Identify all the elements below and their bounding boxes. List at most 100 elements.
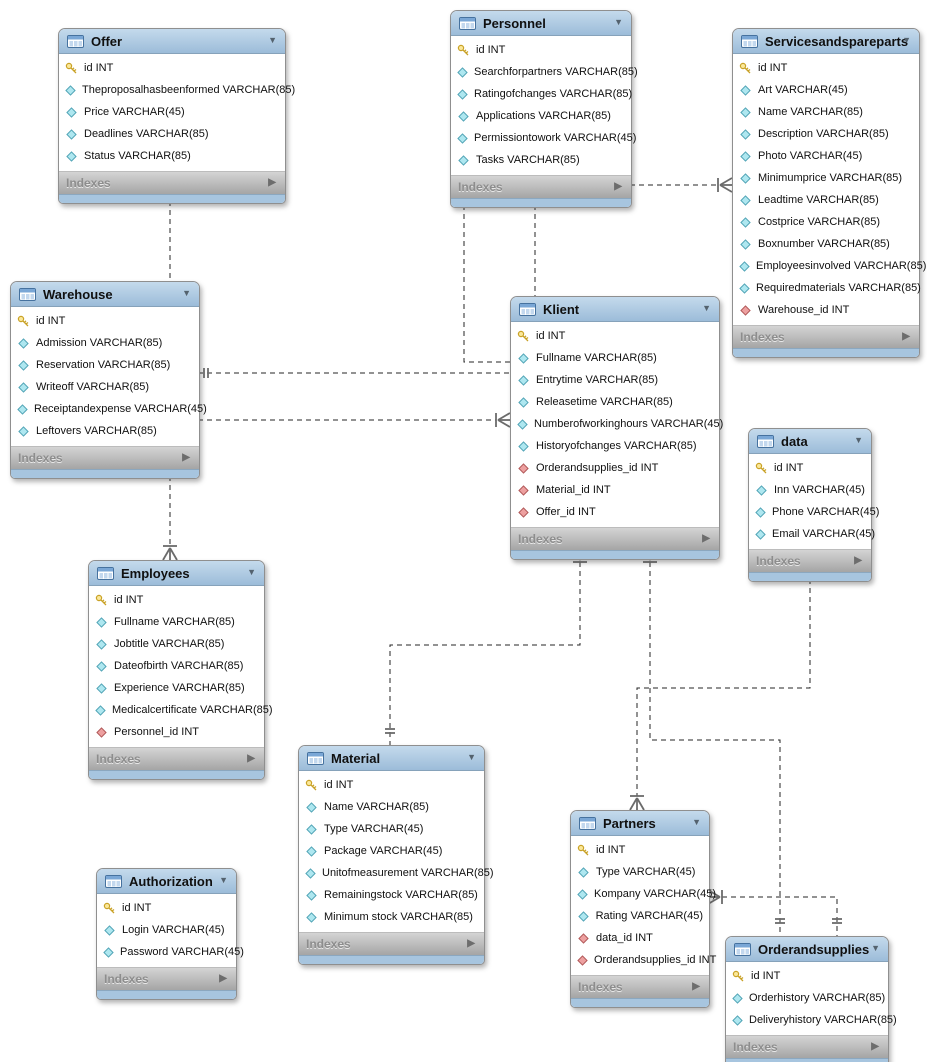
table-header[interactable]: Warehouse▼ [11, 282, 199, 307]
field-row[interactable]: Password VARCHAR(45) [97, 941, 244, 963]
field-row[interactable]: Permissiontowork VARCHAR(45) [451, 127, 636, 149]
field-row[interactable]: Historyofchanges VARCHAR(85) [511, 435, 719, 457]
field-row[interactable]: Material_id INT [511, 479, 719, 501]
field-row[interactable]: Employeesinvolved VARCHAR(85) [733, 255, 926, 277]
field-row[interactable]: Phone VARCHAR(45) [749, 501, 879, 523]
field-row[interactable]: Receiptandexpense VARCHAR(45) [11, 398, 207, 420]
field-row[interactable]: Experience VARCHAR(85) [89, 677, 264, 699]
relationship-personnel-klient-top[interactable] [530, 196, 540, 296]
field-row[interactable]: Admission VARCHAR(85) [11, 332, 199, 354]
expand-icon[interactable]: ▶ [219, 973, 227, 984]
expand-icon[interactable]: ▶ [871, 1041, 879, 1052]
relationship-data-partners[interactable] [629, 570, 815, 811]
field-row[interactable]: Theproposalhasbeenformed VARCHAR(85) [59, 79, 295, 101]
field-row[interactable]: Writeoff VARCHAR(85) [11, 376, 199, 398]
collapse-icon[interactable]: ▼ [854, 435, 863, 445]
field-row[interactable]: id INT [571, 839, 709, 861]
field-row[interactable]: Numberofworkinghours VARCHAR(45) [511, 413, 723, 435]
field-row[interactable]: Remainingstock VARCHAR(85) [299, 884, 484, 906]
relationship-warehouse-employees[interactable] [162, 467, 178, 561]
indexes-bar[interactable]: Indexes▶ [571, 975, 709, 998]
field-row[interactable]: Applications VARCHAR(85) [451, 105, 631, 127]
field-row[interactable]: Requiredmaterials VARCHAR(85) [733, 277, 921, 299]
field-row[interactable]: id INT [733, 57, 919, 79]
indexes-bar[interactable]: Indexes▶ [89, 747, 264, 770]
field-row[interactable]: Type VARCHAR(45) [299, 818, 484, 840]
relationship-personnel-servicesandspareparts[interactable] [630, 177, 733, 193]
expand-icon[interactable]: ▶ [692, 981, 700, 992]
field-row[interactable]: Personnel_id INT [89, 721, 264, 743]
field-row[interactable]: Medicalcertificate VARCHAR(85) [89, 699, 273, 721]
expand-icon[interactable]: ▶ [182, 452, 190, 463]
field-row[interactable]: Orderandsupplies_id INT [511, 457, 719, 479]
field-row[interactable]: id INT [11, 310, 199, 332]
field-row[interactable]: data_id INT [571, 927, 709, 949]
field-row[interactable]: Searchforpartners VARCHAR(85) [451, 61, 638, 83]
field-row[interactable]: Description VARCHAR(85) [733, 123, 919, 145]
relationship-offer-warehouse[interactable] [165, 192, 175, 281]
field-row[interactable]: Status VARCHAR(85) [59, 145, 285, 167]
collapse-icon[interactable]: ▼ [219, 875, 228, 885]
collapse-icon[interactable]: ▼ [268, 35, 277, 45]
field-row[interactable]: Name VARCHAR(85) [299, 796, 484, 818]
field-row[interactable]: Fullname VARCHAR(85) [511, 347, 719, 369]
collapse-icon[interactable]: ▼ [182, 288, 191, 298]
field-row[interactable]: Kompany VARCHAR(45) [571, 883, 716, 905]
expand-icon[interactable]: ▶ [614, 181, 622, 192]
collapse-icon[interactable]: ▼ [871, 943, 880, 953]
field-row[interactable]: Leadtime VARCHAR(85) [733, 189, 919, 211]
field-row[interactable]: Package VARCHAR(45) [299, 840, 484, 862]
relationship-warehouse-klient-lower[interactable] [198, 412, 511, 428]
field-row[interactable]: id INT [299, 774, 484, 796]
field-row[interactable]: id INT [59, 57, 285, 79]
table-header[interactable]: Material▼ [299, 746, 484, 771]
field-row[interactable]: Reservation VARCHAR(85) [11, 354, 199, 376]
indexes-bar[interactable]: Indexes▶ [749, 549, 871, 572]
expand-icon[interactable]: ▶ [467, 938, 475, 949]
field-row[interactable]: Photo VARCHAR(45) [733, 145, 919, 167]
field-row[interactable]: Deliveryhistory VARCHAR(85) [726, 1009, 897, 1031]
table-header[interactable]: data▼ [749, 429, 871, 454]
collapse-icon[interactable]: ▼ [692, 817, 701, 827]
table-header[interactable]: Offer▼ [59, 29, 285, 54]
field-row[interactable]: id INT [511, 325, 719, 347]
indexes-bar[interactable]: Indexes▶ [97, 967, 236, 990]
indexes-bar[interactable]: Indexes▶ [511, 527, 719, 550]
expand-icon[interactable]: ▶ [702, 533, 710, 544]
relationship-personnel-klient-left[interactable] [463, 196, 510, 363]
field-row[interactable]: Orderandsupplies_id INT [571, 949, 716, 971]
collapse-icon[interactable]: ▼ [467, 752, 476, 762]
field-row[interactable]: Entrytime VARCHAR(85) [511, 369, 719, 391]
field-row[interactable]: Fullname VARCHAR(85) [89, 611, 264, 633]
indexes-bar[interactable]: Indexes▶ [726, 1035, 888, 1058]
field-row[interactable]: Rating VARCHAR(45) [571, 905, 709, 927]
relationship-partners-orderandsupplies[interactable] [707, 889, 842, 936]
indexes-bar[interactable]: Indexes▶ [59, 171, 285, 194]
field-row[interactable]: Orderhistory VARCHAR(85) [726, 987, 888, 1009]
field-row[interactable]: Releasetime VARCHAR(85) [511, 391, 719, 413]
indexes-bar[interactable]: Indexes▶ [451, 175, 631, 198]
field-row[interactable]: Leftovers VARCHAR(85) [11, 420, 199, 442]
field-row[interactable]: Dateofbirth VARCHAR(85) [89, 655, 264, 677]
field-row[interactable]: Offer_id INT [511, 501, 719, 523]
table-header[interactable]: Authorization▼ [97, 869, 236, 894]
table-header[interactable]: Partners▼ [571, 811, 709, 836]
collapse-icon[interactable]: ▼ [902, 35, 911, 45]
field-row[interactable]: Type VARCHAR(45) [571, 861, 709, 883]
field-row[interactable]: Email VARCHAR(45) [749, 523, 875, 545]
expand-icon[interactable]: ▶ [854, 555, 862, 566]
field-row[interactable]: Boxnumber VARCHAR(85) [733, 233, 919, 255]
field-row[interactable]: Ratingofchanges VARCHAR(85) [451, 83, 632, 105]
field-row[interactable]: id INT [451, 39, 631, 61]
field-row[interactable]: Name VARCHAR(85) [733, 101, 919, 123]
field-row[interactable]: Tasks VARCHAR(85) [451, 149, 631, 171]
field-row[interactable]: id INT [749, 457, 871, 479]
